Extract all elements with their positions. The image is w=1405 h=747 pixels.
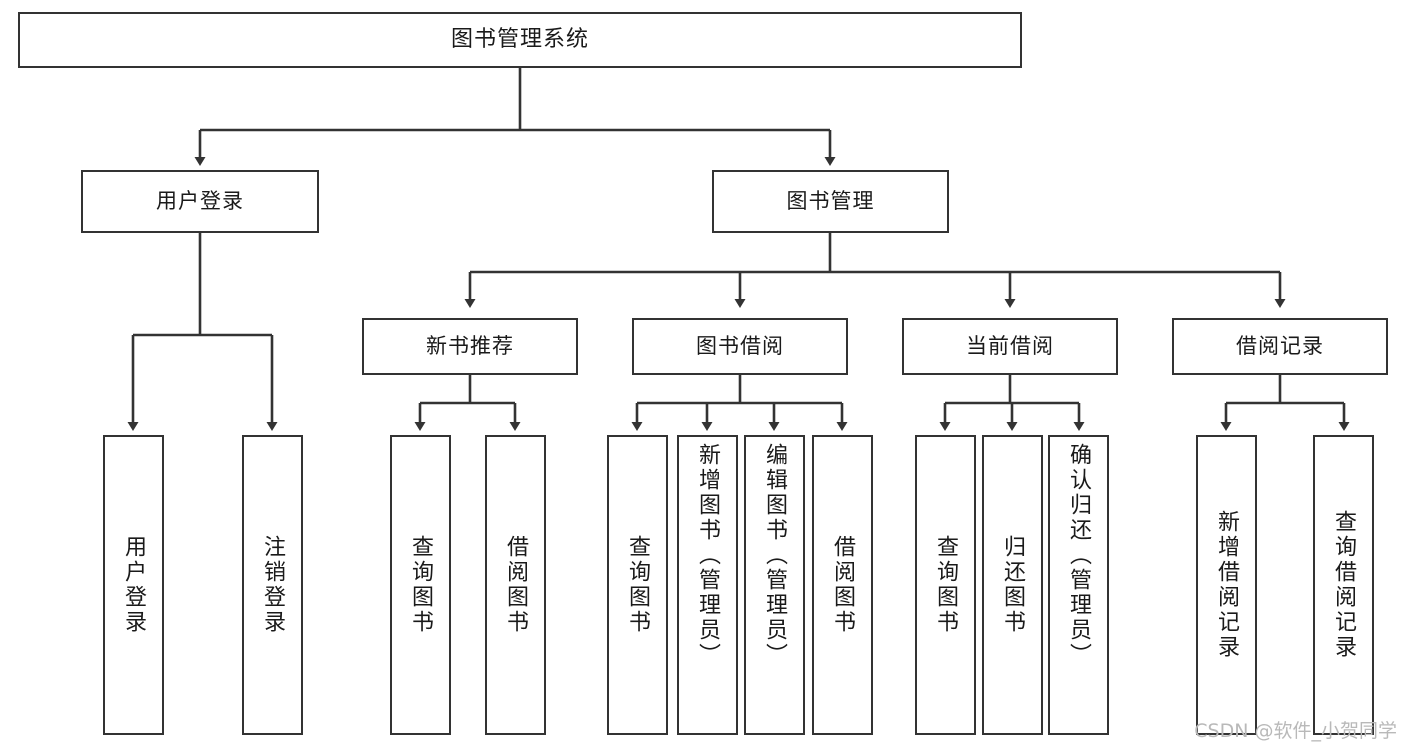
node-label: 新增图书（管理员）: [695, 443, 721, 668]
node-label: 图书借阅: [696, 334, 784, 359]
node-label: 图书管理: [786, 189, 875, 214]
node-label: 用户登录: [121, 535, 147, 635]
leaf-current-return-book[interactable]: 归还图书: [982, 435, 1043, 735]
leaf-current-query-book[interactable]: 查询图书: [915, 435, 976, 735]
node-label: 借阅记录: [1236, 334, 1324, 359]
node-new-book-recommend[interactable]: 新书推荐: [362, 318, 578, 375]
leaf-recommend-query-book[interactable]: 查询图书: [390, 435, 451, 735]
node-label: 用户登录: [156, 189, 244, 214]
node-label: 当前借阅: [966, 334, 1054, 359]
node-label: 借阅图书: [503, 535, 529, 635]
node-label: 注销登录: [260, 535, 286, 635]
node-current-borrow[interactable]: 当前借阅: [902, 318, 1118, 375]
node-borrow-record[interactable]: 借阅记录: [1172, 318, 1388, 375]
node-label: 新增借阅记录: [1214, 510, 1240, 660]
node-label: 新书推荐: [426, 334, 514, 359]
leaf-borrow-add-book-admin[interactable]: 新增图书（管理员）: [677, 435, 738, 735]
node-label: 编辑图书（管理员）: [762, 443, 788, 668]
leaf-borrow-borrow-book[interactable]: 借阅图书: [812, 435, 873, 735]
leaf-user-login-logout[interactable]: 注销登录: [242, 435, 303, 735]
node-label: 借阅图书: [830, 535, 856, 635]
node-label: 确认归还（管理员）: [1066, 443, 1092, 668]
node-label: 图书管理系统: [450, 27, 589, 53]
leaf-current-confirm-return-admin[interactable]: 确认归还（管理员）: [1048, 435, 1109, 735]
leaf-record-query-record[interactable]: 查询借阅记录: [1313, 435, 1374, 735]
leaf-record-add-record[interactable]: 新增借阅记录: [1196, 435, 1257, 735]
node-label: 归还图书: [1000, 535, 1026, 635]
node-book-borrow[interactable]: 图书借阅: [632, 318, 848, 375]
leaf-borrow-query-book[interactable]: 查询图书: [607, 435, 668, 735]
node-book-management[interactable]: 图书管理: [712, 170, 949, 233]
leaf-recommend-borrow-book[interactable]: 借阅图书: [485, 435, 546, 735]
node-label: 查询借阅记录: [1331, 510, 1357, 660]
node-root-system[interactable]: 图书管理系统: [18, 12, 1022, 68]
node-label: 查询图书: [625, 535, 651, 635]
leaf-user-login-login[interactable]: 用户登录: [103, 435, 164, 735]
node-label: 查询图书: [408, 535, 434, 635]
node-user-login[interactable]: 用户登录: [81, 170, 319, 233]
node-label: 查询图书: [933, 535, 959, 635]
leaf-borrow-edit-book-admin[interactable]: 编辑图书（管理员）: [744, 435, 805, 735]
